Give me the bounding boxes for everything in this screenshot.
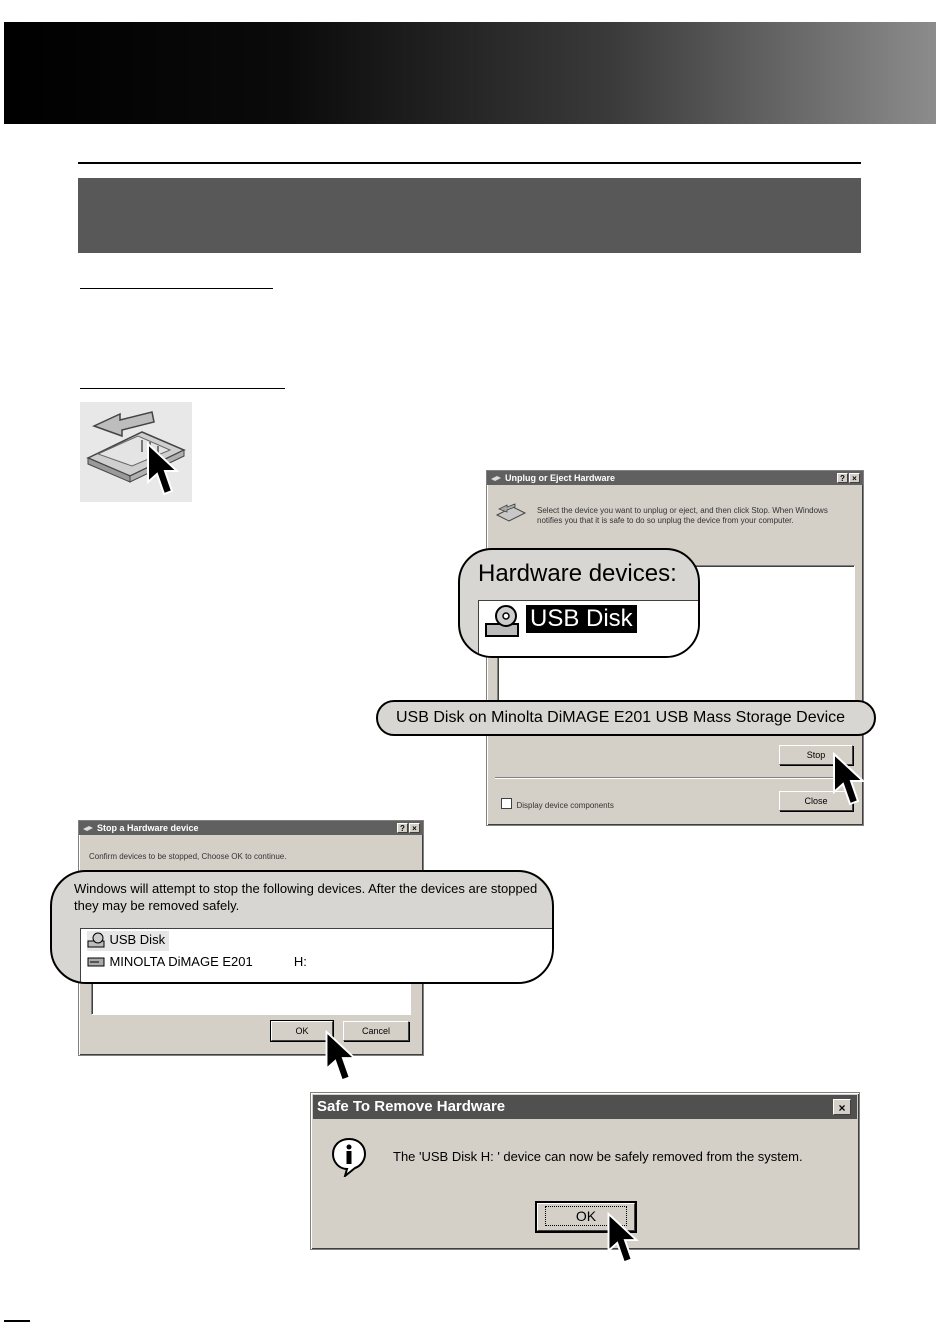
cancel-button[interactable]: Cancel: [343, 1021, 409, 1041]
device-description-text: USB Disk on Minolta DiMAGE E201 USB Mass…: [396, 709, 846, 726]
close-button[interactable]: ×: [849, 473, 860, 483]
hardware-devices-label: Hardware devices:: [478, 560, 677, 587]
page-footer-mark: [4, 1320, 30, 1322]
drive-icon: [87, 957, 105, 967]
close-button[interactable]: ×: [409, 823, 420, 833]
display-components-checkbox-row[interactable]: Display device components: [501, 795, 614, 813]
safe-to-remove-dialog: Safe To Remove Hardware × The 'USB Disk …: [310, 1092, 860, 1250]
stop-device-name: USB Disk: [109, 932, 166, 947]
subheading-underline-2: [80, 388, 285, 389]
unplug-instruction-text: Select the device you want to unplug or …: [537, 506, 828, 525]
unplug-dialog-titlebar: Unplug or Eject Hardware ? ×: [487, 471, 863, 485]
mouse-pointer-icon: [325, 1030, 357, 1082]
stop-devices-callout: Windows will attempt to stop the followi…: [50, 870, 554, 984]
stop-device-name: MINOLTA DiMAGE E201: [109, 954, 253, 969]
dialog-separator: [495, 777, 857, 778]
stop-device-list[interactable]: USB Disk MINOLTA DiMAGE E201 H:: [80, 928, 552, 982]
header-band: [4, 22, 936, 124]
unplug-dialog-title: Unplug or Eject Hardware: [505, 473, 616, 483]
unplug-eject-taskbar-icon[interactable]: [80, 402, 192, 502]
stop-dialog-title: Stop a Hardware device: [97, 823, 199, 833]
display-components-checkbox[interactable]: [501, 798, 512, 810]
info-icon: [331, 1137, 367, 1177]
display-components-label: Display device components: [516, 801, 614, 810]
stop-dialog-titlebar: Stop a Hardware device ? ×: [79, 821, 423, 835]
mouse-pointer-icon: [833, 752, 866, 806]
stop-confirm-text: Confirm devices to be stopped, Choose OK…: [89, 852, 287, 861]
help-button[interactable]: ?: [837, 473, 848, 483]
stop-devices-message: Windows will attempt to stop the followi…: [74, 881, 538, 913]
mouse-pointer-icon: [147, 442, 180, 496]
stop-device-row-minolta[interactable]: MINOLTA DiMAGE E201 H:: [87, 953, 307, 973]
usb-disk-list-item[interactable]: USB Disk: [525, 604, 638, 634]
safe-dialog-titlebar: Safe To Remove Hardware ×: [313, 1095, 857, 1119]
eject-hardware-icon: [495, 503, 527, 522]
stop-device-list-tail: [91, 981, 411, 1015]
ok-button-label: OK: [544, 1206, 628, 1226]
ok-button[interactable]: OK: [270, 1020, 334, 1042]
mouse-pointer-icon: [607, 1212, 639, 1264]
help-button[interactable]: ?: [397, 823, 408, 833]
section-title-band: [78, 178, 861, 253]
hardware-devices-callout: Hardware devices: USB Disk: [458, 548, 700, 658]
usb-disk-icon: [485, 605, 519, 637]
safe-remove-message: The 'USB Disk H: ' device can now be saf…: [393, 1149, 803, 1164]
device-description-callout: USB Disk on Minolta DiMAGE E201 USB Mass…: [376, 700, 876, 736]
stop-device-drive: H:: [293, 954, 307, 969]
close-button[interactable]: ×: [833, 1099, 851, 1115]
hardware-icon: [491, 476, 501, 481]
horizontal-rule: [78, 162, 861, 164]
subheading-underline-1: [80, 288, 273, 289]
usb-disk-icon: [87, 932, 105, 948]
stop-device-row-usb-disk[interactable]: USB Disk: [87, 931, 170, 951]
hardware-icon: [83, 826, 93, 831]
safe-dialog-title: Safe To Remove Hardware: [317, 1098, 506, 1115]
